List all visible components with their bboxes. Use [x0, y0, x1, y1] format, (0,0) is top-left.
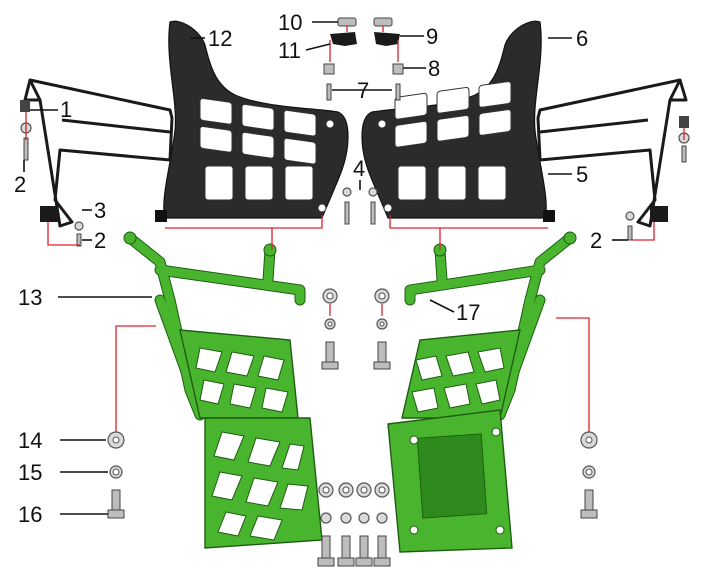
right-mud-guard	[361, 20, 555, 222]
callout-6: 6	[576, 26, 588, 51]
right-footrest	[387, 231, 577, 553]
left-mud-guard	[155, 20, 349, 222]
callout-4: 4	[353, 156, 365, 181]
top-hardware	[20, 17, 690, 247]
leader-lines	[23, 21, 628, 515]
callout-8: 8	[428, 56, 440, 81]
callout-14: 14	[18, 428, 42, 453]
callout-labels: 1 2 2 2 3 4 5 6 7 8 9 10 11 12 13 14 15 …	[14, 10, 602, 527]
callout-15: 15	[18, 460, 42, 485]
callout-13: 13	[18, 285, 42, 310]
callout-7: 7	[357, 78, 369, 103]
footrest-hardware	[107, 288, 598, 567]
callout-2-left-lower: 2	[94, 228, 106, 253]
callout-11: 11	[278, 38, 301, 63]
callout-2-left-upper: 2	[14, 172, 26, 197]
left-footrest	[123, 231, 323, 549]
assembly-guides	[25, 26, 685, 432]
callout-10: 10	[278, 10, 302, 35]
callout-9: 9	[426, 24, 438, 49]
callout-17: 17	[456, 300, 480, 325]
right-bracket	[536, 78, 688, 228]
callout-5: 5	[576, 162, 588, 187]
callout-3: 3	[94, 198, 106, 223]
callout-1: 1	[60, 97, 72, 122]
callout-16: 16	[18, 502, 42, 527]
callout-2-right: 2	[590, 228, 602, 253]
callout-12: 12	[208, 26, 232, 51]
